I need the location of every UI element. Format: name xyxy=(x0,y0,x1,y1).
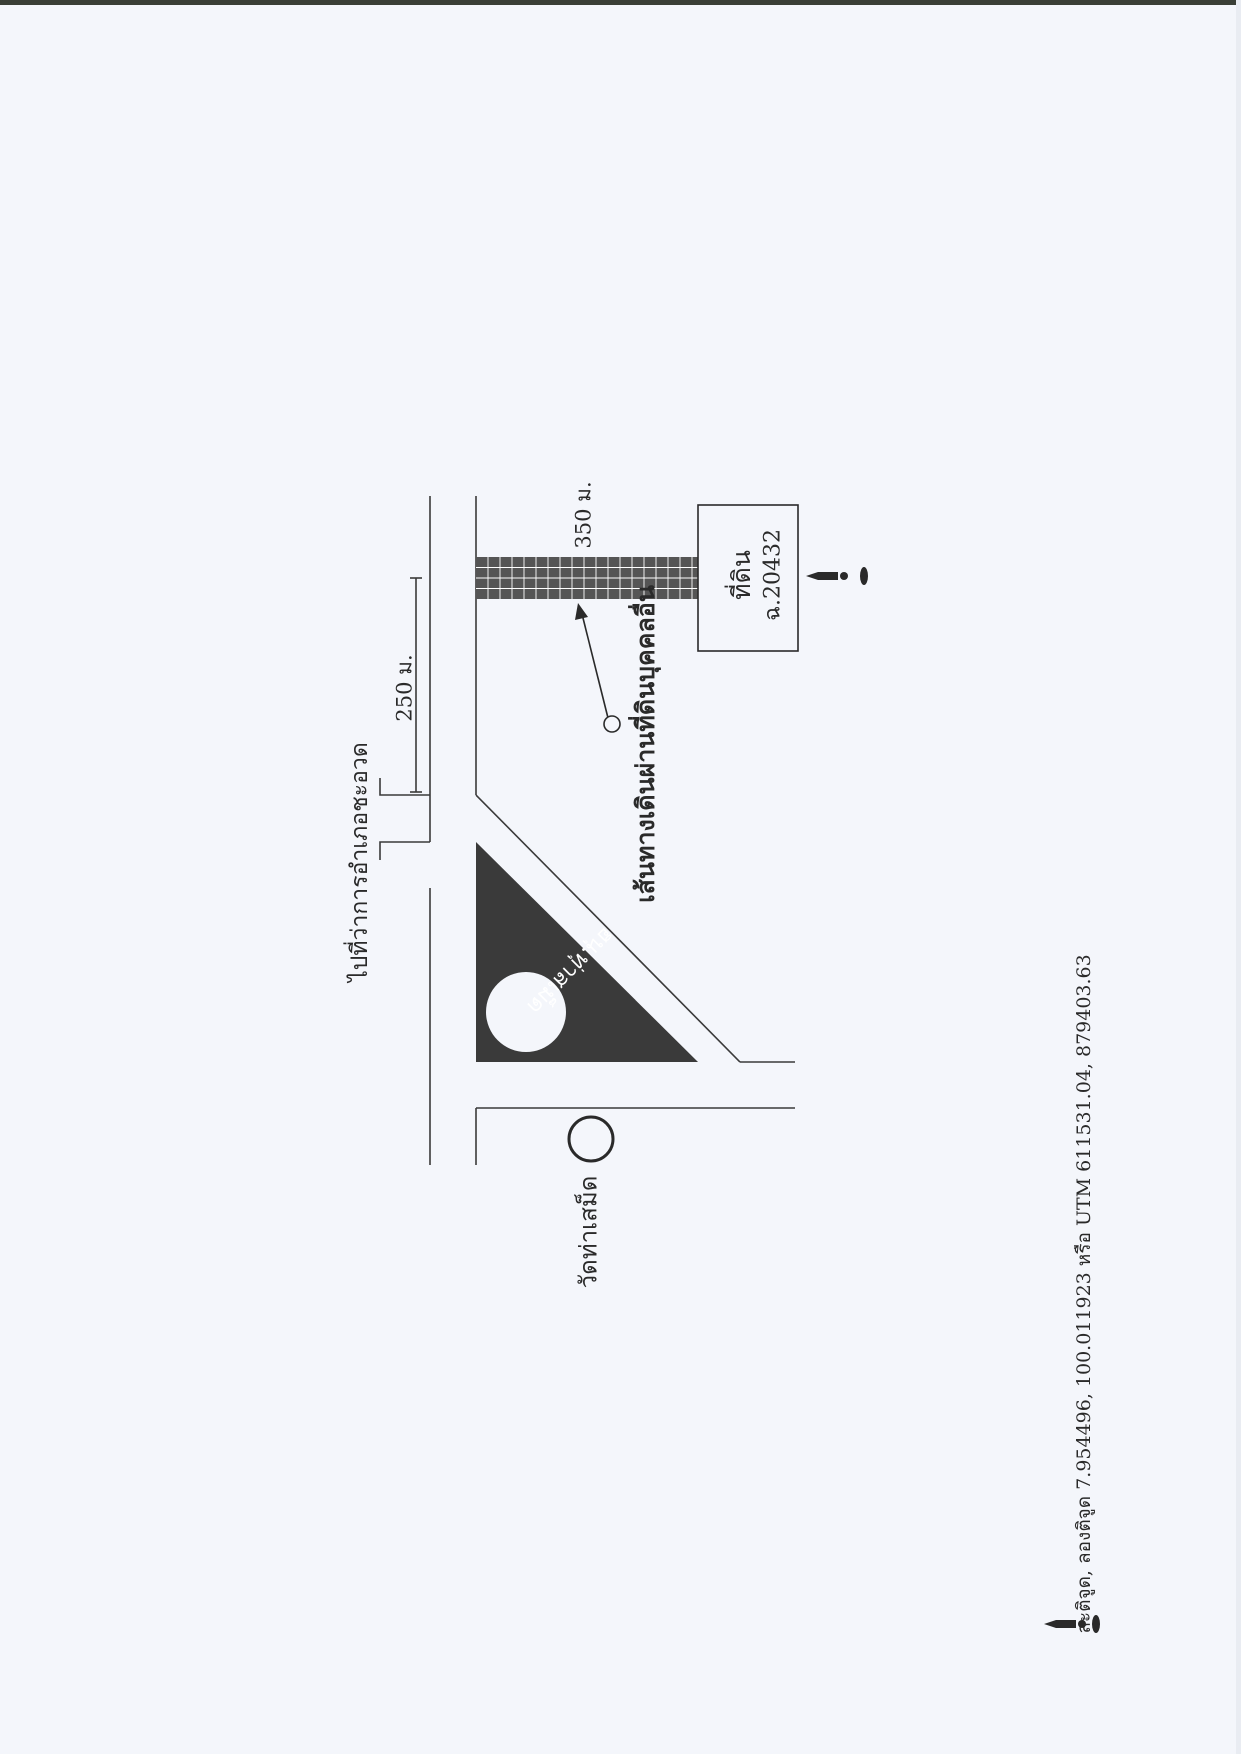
plot-box xyxy=(697,504,799,652)
temple-circle xyxy=(567,1115,615,1163)
temple-label: วัดท่าเสม็ด xyxy=(574,1175,603,1289)
walkway-note-label: เส้นทางเดินผ่านที่ดินบุคคลอื่น xyxy=(631,585,660,903)
pointer-arrow xyxy=(575,603,621,733)
distance-marker-250 xyxy=(410,577,422,793)
roads xyxy=(379,496,795,1165)
plot-number-label: ฉ.20432 xyxy=(760,529,786,621)
distance-350-label: 350 ม. xyxy=(571,481,596,549)
diagonal-road-edge xyxy=(475,794,741,1063)
scan-edge-right xyxy=(1236,0,1241,1754)
district-office-label: ไปที่ว่าการอำเภอชะอวด xyxy=(347,742,373,982)
pointer-origin-circle xyxy=(603,715,621,733)
school-circle xyxy=(486,972,566,1052)
distance-250-label: 250 ม. xyxy=(392,654,417,722)
north-arrow-icon xyxy=(1044,1615,1100,1633)
district-road-left xyxy=(379,841,430,860)
district-road-right xyxy=(379,778,430,796)
coordinates-note: ละติจูด, ลองติจูด 7.954496, 100.011923 ห… xyxy=(1073,954,1095,1634)
walkway-hatch xyxy=(476,557,698,599)
scan-edge-top xyxy=(0,0,1241,5)
north-arrow-icon xyxy=(806,567,868,585)
